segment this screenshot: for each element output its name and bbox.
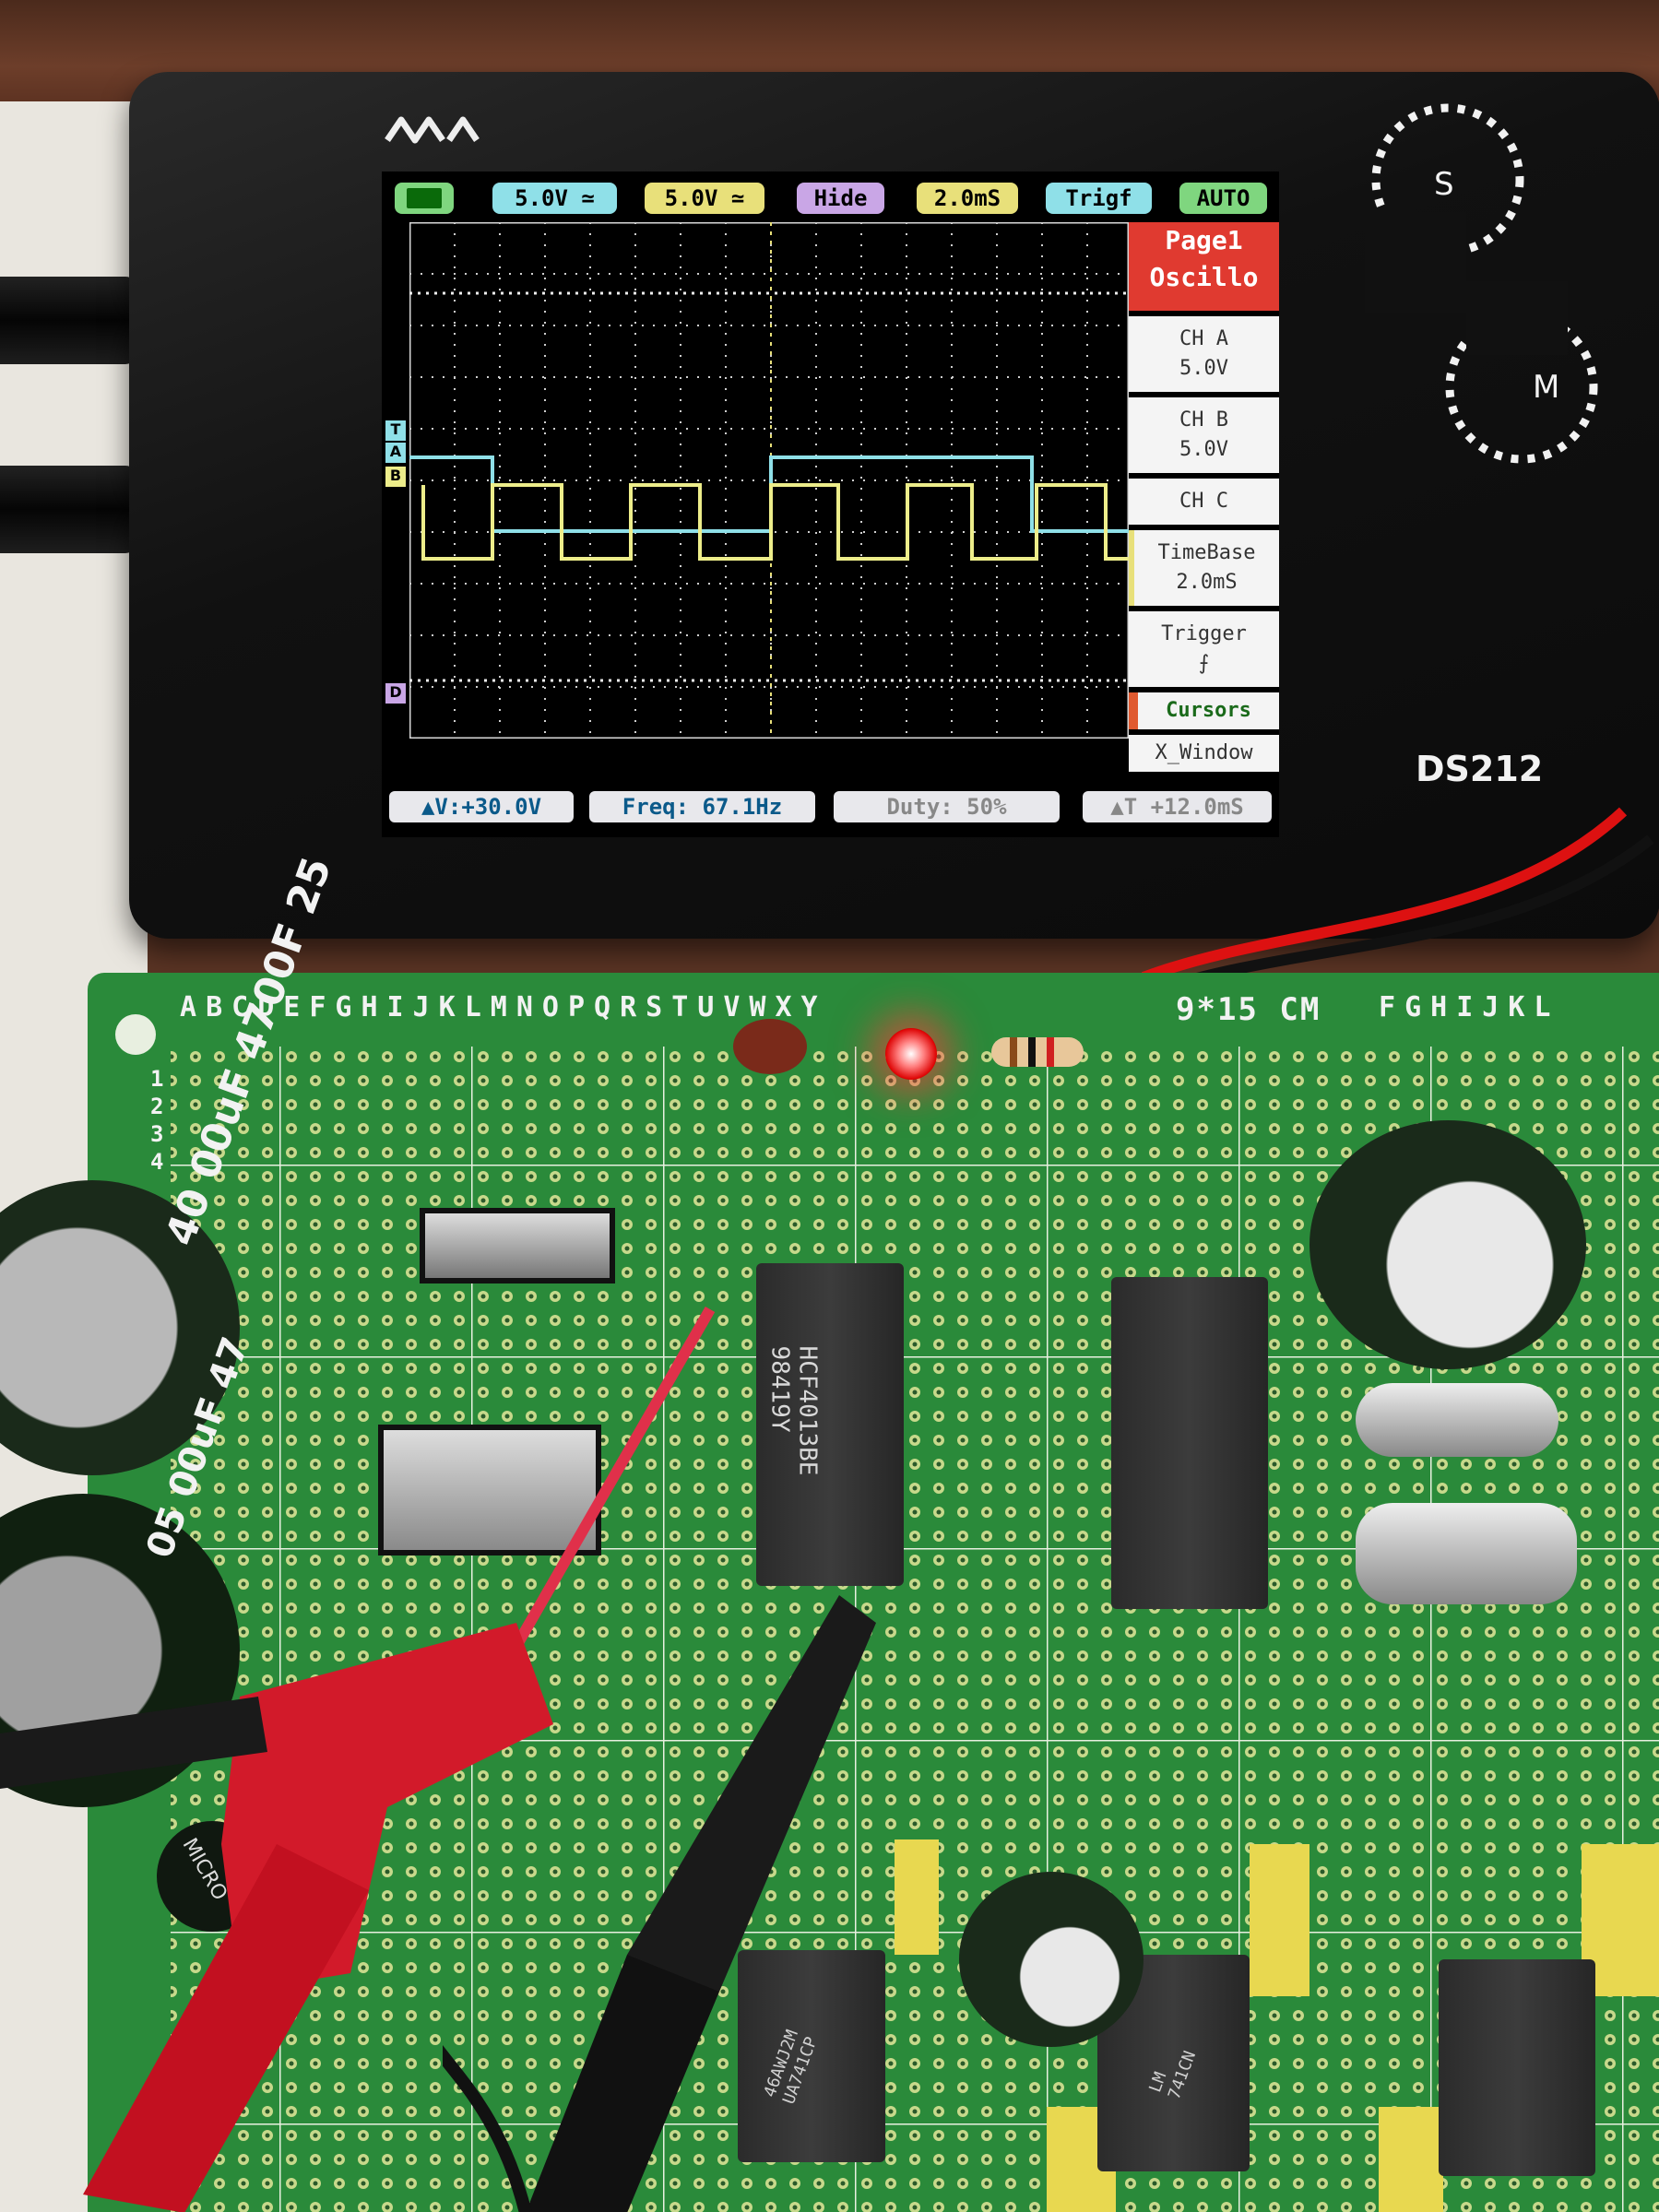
marker-t: T — [385, 420, 406, 441]
board-size-label: 9*15 CM — [1176, 991, 1321, 1028]
resistor-top — [991, 1037, 1084, 1067]
menu-cursors[interactable]: Cursors — [1129, 692, 1279, 729]
model-label: DS212 — [1416, 749, 1544, 789]
frequency-readout: Freq: 67.1Hz — [589, 791, 815, 822]
opamp-right — [1439, 1959, 1595, 2176]
black-alligator-clip — [443, 1595, 876, 2212]
electrolytic-cap-right — [1309, 1120, 1586, 1369]
electrolytic-cap-large-1 — [0, 1180, 240, 1475]
button-s-label[interactable]: S — [1434, 166, 1454, 203]
mounting-hole — [115, 1014, 156, 1055]
page-number: Page1 — [1165, 225, 1243, 255]
film-cap-2 — [1250, 1844, 1309, 1996]
waveform-display — [409, 222, 1129, 739]
channel-b-scale[interactable]: 5.0V ≃ — [645, 183, 764, 214]
column-labels-right: FGHIJKL — [1379, 991, 1560, 1023]
red-probe — [0, 1307, 716, 2212]
grid — [409, 222, 1129, 739]
film-cap-5 — [1379, 2107, 1443, 2212]
mini-logo — [385, 116, 480, 144]
opamp-ua741 — [738, 1950, 885, 2162]
voltage-regulator-1 — [420, 1208, 615, 1283]
probe-connector-b — [0, 466, 138, 553]
delta-v-readout: ▲V:+30.0V — [389, 791, 574, 822]
red-led — [885, 1028, 937, 1080]
probe-connector-a — [0, 277, 138, 364]
delta-t-readout: ▲T +12.0mS — [1083, 791, 1272, 822]
electrolytic-cap-bottom — [959, 1872, 1144, 2047]
column-labels: ABCDEFGHIJKLMNOPQRSTUVWXY — [180, 991, 827, 1023]
ic-second — [1111, 1277, 1268, 1609]
menu-ch-c[interactable]: CH C — [1129, 479, 1279, 525]
button-m-label[interactable]: M — [1533, 369, 1560, 406]
menu-ch-b[interactable]: CH B 5.0V — [1129, 397, 1279, 473]
hide-button[interactable]: Hide — [797, 183, 884, 214]
crystal-1 — [1356, 1383, 1558, 1457]
ceramic-capacitor-top — [733, 1019, 807, 1074]
duty-readout: Duty: 50% — [834, 791, 1060, 822]
dial-rings — [1365, 103, 1598, 464]
page-mode: Oscillo — [1149, 262, 1259, 292]
channel-a-scale[interactable]: 5.0V ≃ — [492, 183, 617, 214]
marker-b: B — [385, 467, 406, 487]
battery-icon — [395, 183, 454, 214]
power-wires — [1141, 807, 1654, 994]
ic-hcf4013-label: HCF4013BE 98419Y — [765, 1345, 822, 1476]
timebase-button[interactable]: 2.0mS — [917, 183, 1018, 214]
trigger-button[interactable]: Trigf — [1046, 183, 1152, 214]
menu-ch-a[interactable]: CH A 5.0V — [1129, 316, 1279, 392]
film-cap-1 — [895, 1839, 939, 1955]
voltage-regulator-2 — [378, 1425, 601, 1555]
menu-timebase[interactable]: TimeBase 2.0mS — [1129, 530, 1279, 606]
page-header[interactable]: Page1 Oscillo — [1129, 222, 1279, 311]
ic-hcf4013 — [756, 1263, 904, 1586]
auto-button[interactable]: AUTO — [1179, 183, 1267, 214]
channel-b-trace — [421, 483, 1129, 561]
menu-trigger[interactable]: Trigger ⨍ — [1129, 611, 1279, 687]
crystal-2 — [1356, 1503, 1577, 1604]
marker-d: D — [385, 683, 406, 704]
menu-x-window[interactable]: X_Window — [1129, 735, 1279, 772]
marker-a: A — [385, 443, 406, 463]
lcd-screen: 5.0V ≃ 5.0V ≃ Hide 2.0mS Trigf AUTO — [382, 172, 1279, 837]
